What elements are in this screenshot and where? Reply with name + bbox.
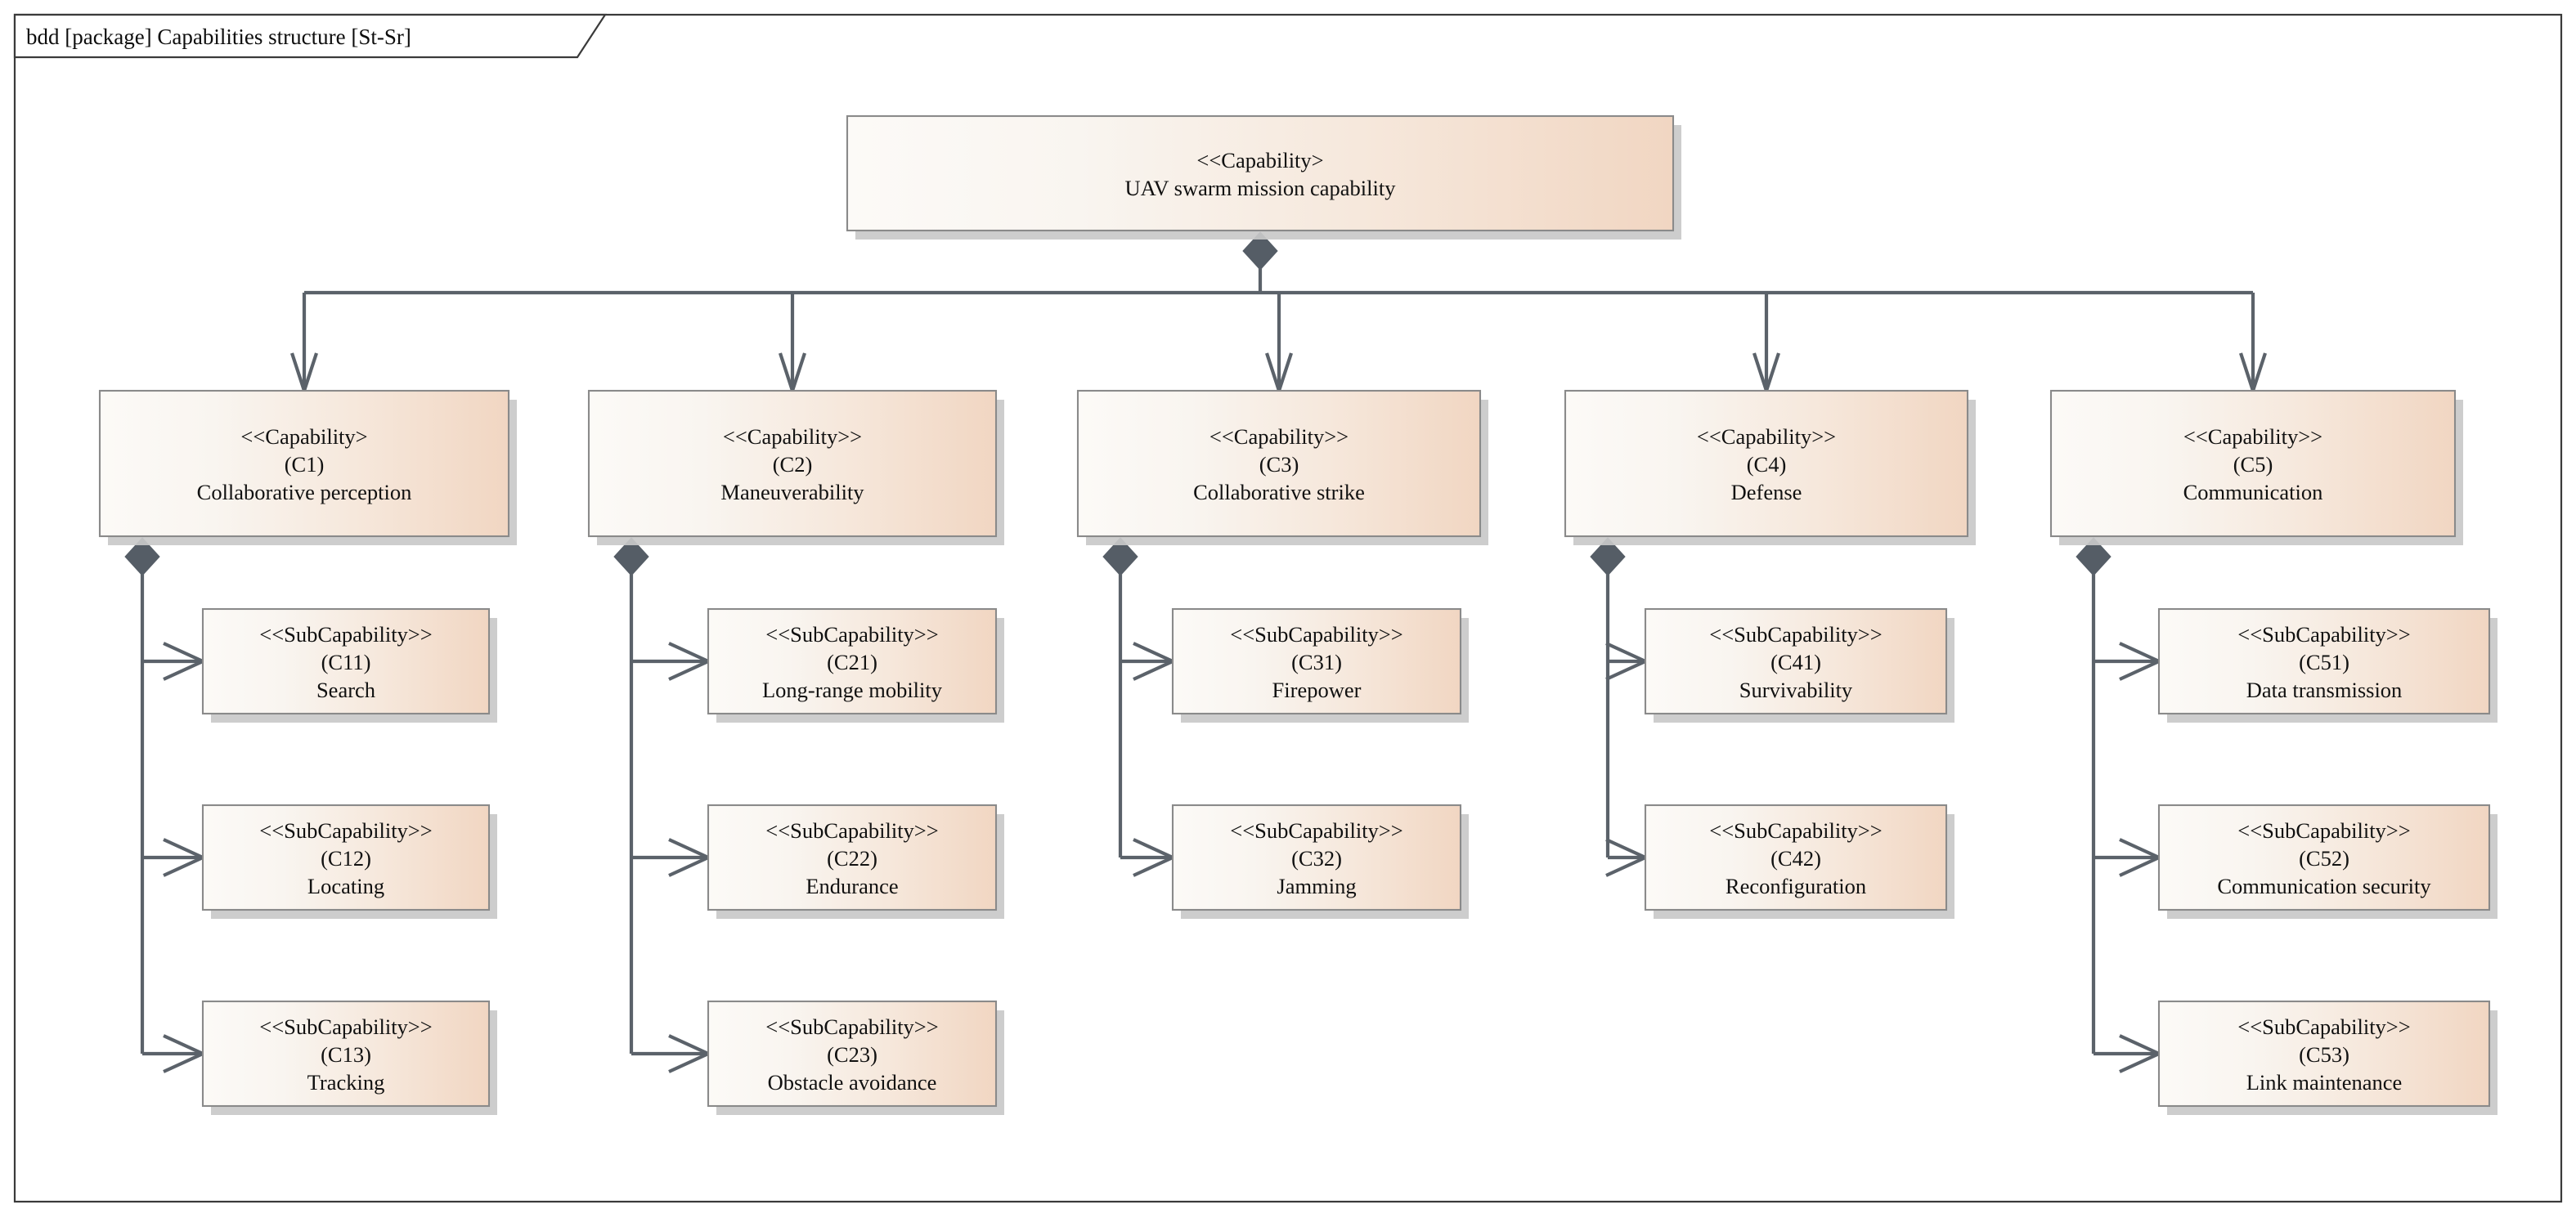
subcapability-block-C21-line1: <<SubCapability>> (765, 622, 938, 647)
subcapability-block-C52[interactable]: <<SubCapability>> (C52) Communication secu… (2157, 804, 2497, 919)
subcapability-block-C52-line1: <<SubCapability>> (2237, 818, 2410, 843)
subcapability-block-C12-line2: (C12) (321, 846, 371, 871)
subcapability-block-C23-line1: <<SubCapability>> (765, 1014, 938, 1039)
subcapability-block-C32-line2: (C32) (1291, 846, 1342, 871)
capability-block-1-line1: <<Capability> (240, 424, 367, 449)
subcapability-block-C32-line1: <<SubCapability>> (1230, 818, 1402, 843)
subcapability-block-C41-line3: Survivability (1739, 678, 1853, 702)
subcapability-block-C52-line3: Communication security (2217, 874, 2431, 898)
capability-block-4[interactable]: <<Capability>> (C4) Defense (1564, 389, 1976, 545)
subcapability-block-C23-line3: Obstacle avoidance (768, 1070, 937, 1095)
subcapability-block-C23-line2: (C23) (827, 1042, 877, 1067)
capability-block-1-line2: (C1) (285, 452, 325, 477)
subcapability-block-C53-line3: Link maintenance (2246, 1070, 2403, 1095)
subcapability-block-C11-line1: <<SubCapability>> (259, 622, 432, 647)
subcapability-block-C11[interactable]: <<SubCapability>> (C11) Search (201, 607, 497, 723)
subcapability-block-C51-line3: Data transmission (2246, 678, 2403, 702)
subcapability-block-C11-line3: Search (316, 678, 375, 702)
subcapability-block-C22-line2: (C22) (827, 846, 877, 871)
subcapability-block-C51[interactable]: <<SubCapability>> (C51) Data transmission (2157, 607, 2497, 723)
subcapability-block-C31-line3: Firepower (1272, 678, 1362, 702)
subcapability-block-C42-line1: <<SubCapability>> (1709, 818, 1882, 843)
subcapability-block-C51-line2: (C51) (2299, 650, 2349, 674)
capability-block-2[interactable]: <<Capability>> (C2) Maneuverability (587, 389, 1004, 545)
subcapability-block-C12-line1: <<SubCapability>> (259, 818, 432, 843)
capability-block-3-line1: <<Capability>> (1209, 424, 1349, 449)
subcapability-block-C22-line3: Endurance (806, 874, 898, 898)
subcapability-block-C22[interactable]: <<SubCapability>> (C22) Endurance (707, 804, 1004, 919)
subcapability-block-C21[interactable]: <<SubCapability>> (C21) Long-range mobilit… (707, 607, 1004, 723)
capability-block-5-line2: (C5) (2233, 452, 2273, 477)
subcapability-block-C53-line1: <<SubCapability>> (2237, 1014, 2410, 1039)
subcapability-block-C21-line2: (C21) (827, 650, 877, 674)
capability-block-2-line2: (C2) (773, 452, 813, 477)
capability-block-2-line1: <<Capability>> (723, 424, 862, 449)
subcapability-block-C41-line1: <<SubCapability>> (1709, 622, 1882, 647)
capability-block-4-line2: (C4) (1747, 452, 1787, 477)
subcapability-block-C53-line2: (C53) (2299, 1042, 2349, 1067)
subcapability-block-C12-line3: Locating (307, 874, 384, 898)
subcapability-block-C12[interactable]: <<SubCapability>> (C12) Locating (201, 804, 497, 919)
subcapability-block-C53[interactable]: <<SubCapability>> (C53) Link maintenance (2157, 1000, 2497, 1115)
subcapability-block-C11-line2: (C11) (321, 650, 371, 674)
capability-block-5-line3: Communication (2183, 480, 2323, 504)
subcapability-block-C52-line2: (C52) (2299, 846, 2349, 871)
subcapability-block-C22-line1: <<SubCapability>> (765, 818, 938, 843)
subcapability-block-C41-line2: (C41) (1770, 650, 1821, 674)
subcapability-block-C41[interactable]: <<SubCapability>> (C41) Survivability (1644, 607, 1954, 723)
subcapability-block-C42[interactable]: <<SubCapability>> (C42) Reconfiguration (1644, 804, 1954, 919)
block-layer: <<Capability> UAV swarm mission capabilit… (98, 114, 2497, 1115)
root-capability-block-line1: <<Capability> (1196, 148, 1323, 172)
capability-block-3-line3: Collaborative strike (1193, 480, 1365, 504)
capability-block-3-line2: (C3) (1259, 452, 1299, 477)
subcapability-block-C13[interactable]: <<SubCapability>> (C13) Tracking (201, 1000, 497, 1115)
subcapability-block-C13-line1: <<SubCapability>> (259, 1014, 432, 1039)
subcapability-block-C21-line3: Long-range mobility (762, 678, 943, 702)
subcapability-block-C31[interactable]: <<SubCapability>> (C31) Firepower (1171, 607, 1469, 723)
subcapability-block-C32-line3: Jamming (1277, 874, 1356, 898)
subcapability-block-C31-line1: <<SubCapability>> (1230, 622, 1402, 647)
capability-block-4-line1: <<Capability>> (1697, 424, 1836, 449)
subcapability-block-C51-line1: <<SubCapability>> (2237, 622, 2410, 647)
subcapability-block-C13-line3: Tracking (307, 1070, 385, 1095)
frame-label: bdd [package] Capabilities structure [St… (26, 25, 411, 49)
root-capability-block[interactable]: <<Capability> UAV swarm mission capabilit… (846, 114, 1681, 240)
capability-block-5-line1: <<Capability>> (2183, 424, 2322, 449)
capability-block-3[interactable]: <<Capability>> (C3) Collaborative strike (1076, 389, 1488, 545)
connector-layer (124, 231, 2267, 1073)
subcapability-block-C42-line2: (C42) (1770, 846, 1821, 871)
subcapability-block-C13-line2: (C13) (321, 1042, 371, 1067)
capability-block-5[interactable]: <<Capability>> (C5) Communication (2049, 389, 2463, 545)
subcapability-block-C32[interactable]: <<SubCapability>> (C32) Jamming (1171, 804, 1469, 919)
capability-block-2-line3: Maneuverability (720, 480, 864, 504)
subcapability-block-C31-line2: (C31) (1291, 650, 1342, 674)
root-capability-block-line2: UAV swarm mission capability (1125, 176, 1397, 200)
subcapability-block-C42-line3: Reconfiguration (1726, 874, 1866, 898)
capability-block-1-line3: Collaborative perception (197, 480, 412, 504)
subcapability-block-C23[interactable]: <<SubCapability>> (C23) Obstacle avoidance (707, 1000, 1004, 1115)
capability-block-1[interactable]: <<Capability> (C1) Collaborative perceptio… (98, 389, 517, 545)
diagram-frame: bdd [package] Capabilities structure [St… (13, 13, 2563, 1203)
capability-block-4-line3: Defense (1731, 480, 1802, 504)
